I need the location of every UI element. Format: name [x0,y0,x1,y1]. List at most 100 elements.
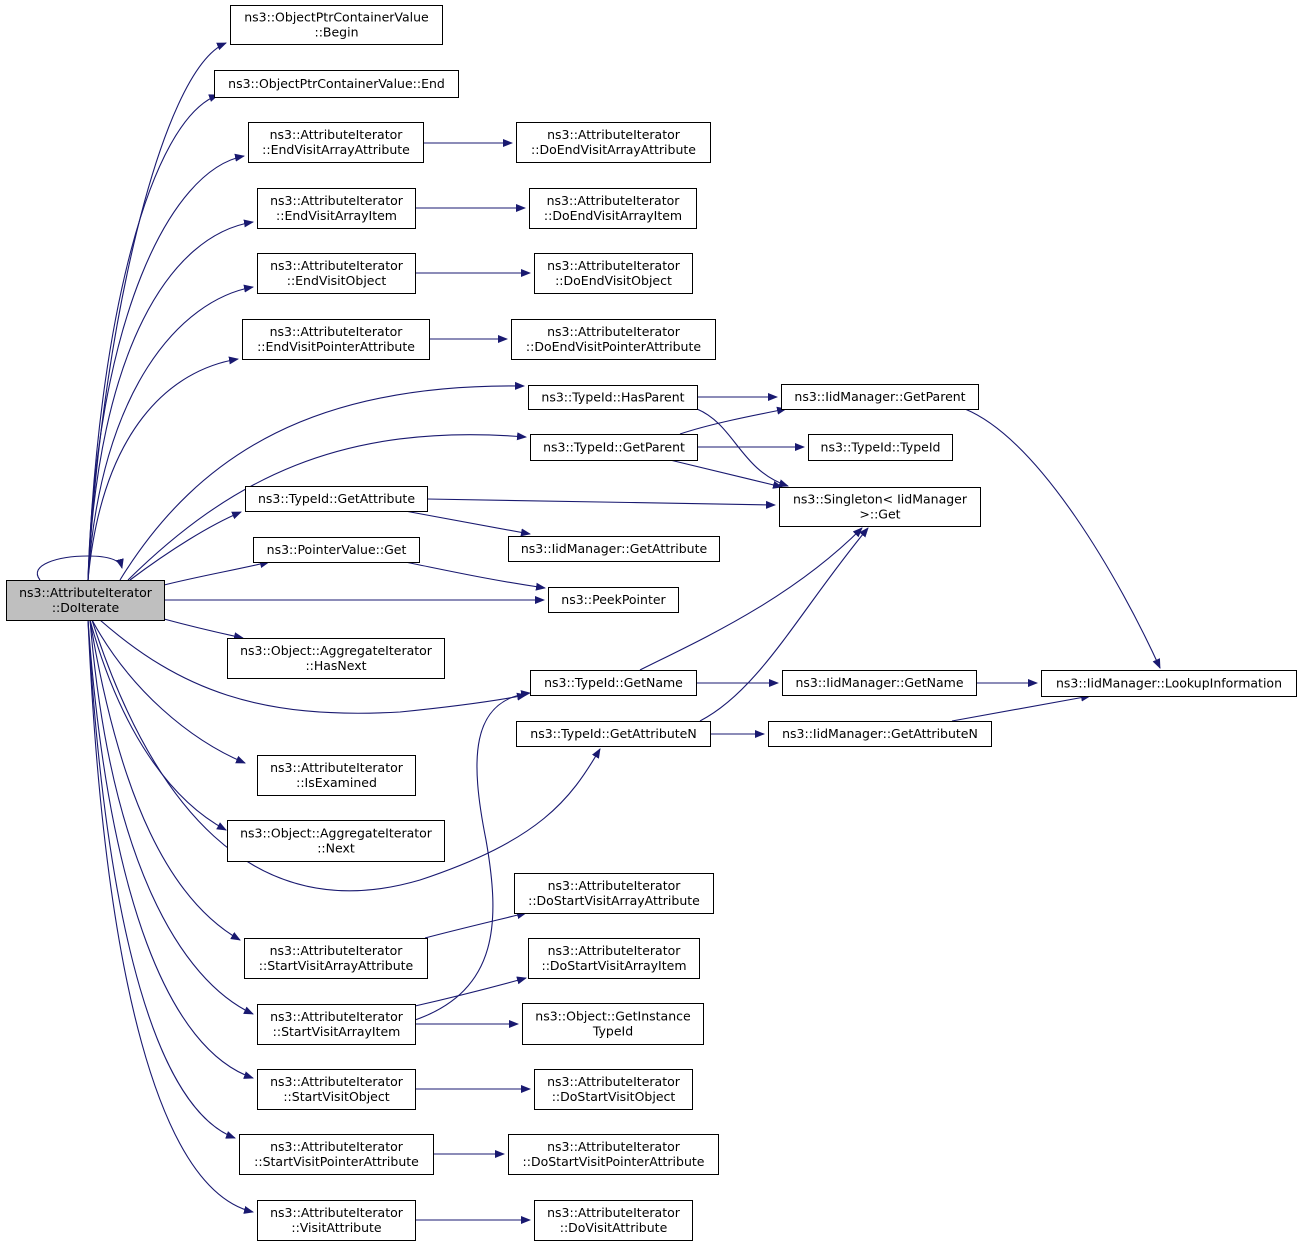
node-label-line: ns3::AttributeIterator [270,1139,404,1154]
node-label-line: ::DoIterate [52,600,120,615]
node-label-line: ns3::TypeId::GetParent [543,440,685,455]
node-box [516,122,711,163]
node-typeid-get-parent[interactable]: ns3::TypeId::GetParent [530,434,698,461]
node-box [245,486,428,512]
node-label-line: >::Get [859,507,900,522]
node-end-visit-object[interactable]: ns3::AttributeIterator::EndVisitObject [257,253,416,294]
node-label-line: ::StartVisitArrayAttribute [259,958,414,973]
node-label-line: ::DoEndVisitArrayItem [544,208,682,223]
node-label-line: ns3::AttributeIterator [548,878,682,893]
node-typeid-has-parent[interactable]: ns3::TypeId::HasParent [528,385,698,410]
node-label-line: ::IsExamined [296,775,377,790]
node-box [227,820,445,862]
node-box [529,188,697,229]
node-iid-get-attribute[interactable]: ns3::IidManager::GetAttribute [508,536,720,562]
node-box [227,638,445,679]
node-label-line: ::EndVisitArrayItem [276,208,397,223]
node-box [257,1069,416,1110]
node-iid-get-name[interactable]: ns3::IidManager::GetName [782,670,977,696]
node-iid-get-attribute-n[interactable]: ns3::IidManager::GetAttributeN [768,721,992,747]
edge-do-iterate-to-is-examined [91,619,246,764]
node-do-start-visit-array-item[interactable]: ns3::AttributeIterator::DoStartVisitArra… [528,938,700,979]
node-do-end-visit-object[interactable]: ns3::AttributeIterator::DoEndVisitObject [534,253,693,294]
node-box [514,873,714,914]
node-label-line: ns3::AttributeIterator [19,585,153,600]
node-singleton-get[interactable]: ns3::Singleton< IidManager>::Get [779,487,981,527]
node-peek-pointer[interactable]: ns3::PeekPointer [548,587,679,613]
node-label-line: ::HasNext [305,658,366,673]
node-start-visit-array-attribute[interactable]: ns3::AttributeIterator::StartVisitArrayA… [244,938,428,979]
edge-do-iterate-to-begin [87,42,227,581]
node-do-start-visit-pointer-attribute[interactable]: ns3::AttributeIterator::DoStartVisitPoin… [508,1134,719,1175]
node-typeid-get-name[interactable]: ns3::TypeId::GetName [530,670,697,696]
node-end-visit-array-attribute[interactable]: ns3::AttributeIterator::EndVisitArrayAtt… [248,122,424,163]
node-visit-attribute[interactable]: ns3::AttributeIterator::VisitAttribute [257,1200,416,1241]
node-do-end-visit-array-item[interactable]: ns3::AttributeIterator::DoEndVisitArrayI… [529,188,697,229]
node-do-iterate[interactable]: ns3::AttributeIterator::DoIterate [6,580,165,621]
node-end-visit-pointer-attribute[interactable]: ns3::AttributeIterator::EndVisitPointerA… [242,319,430,360]
node-do-start-visit-object[interactable]: ns3::AttributeIterator::DoStartVisitObje… [534,1069,693,1110]
edge-do-iterate-to-pointer-value-get [163,560,270,586]
node-start-visit-array-item[interactable]: ns3::AttributeIterator::StartVisitArrayI… [257,1004,416,1045]
node-label-line: ns3::IidManager::GetAttribute [521,541,708,556]
node-typeid-get-attribute[interactable]: ns3::TypeId::GetAttribute [245,486,428,512]
node-label-line: ns3::TypeId::GetAttributeN [530,726,696,741]
node-iid-lookup-information[interactable]: ns3::IidManager::LookupInformation [1041,670,1297,697]
node-typeid-typeid[interactable]: ns3::TypeId::TypeId [808,434,953,461]
node-box [534,253,693,294]
node-iid-get-parent[interactable]: ns3::IidManager::GetParent [781,384,979,410]
node-pointer-value-get[interactable]: ns3::PointerValue::Get [253,537,420,563]
node-label-line: ns3::ObjectPtrContainerValue::End [228,76,445,91]
node-label-line: ns3::AttributeIterator [270,1009,404,1024]
node-do-start-visit-array-attribute[interactable]: ns3::AttributeIterator::DoStartVisitArra… [514,873,714,914]
node-label-line: ::DoVisitAttribute [560,1220,668,1235]
node-label-line: ns3::TypeId::TypeId [821,440,941,455]
node-box [768,721,992,747]
node-begin[interactable]: ns3::ObjectPtrContainerValue::Begin [230,5,443,45]
node-box [1041,670,1297,697]
node-box [516,721,711,747]
node-label-line: ns3::PointerValue::Get [267,542,407,557]
node-end[interactable]: ns3::ObjectPtrContainerValue::End [214,70,459,98]
node-label-line: ns3::AttributeIterator [270,943,404,958]
node-box [534,1200,693,1241]
node-do-end-visit-pointer-attribute[interactable]: ns3::AttributeIterator::DoEndVisitPointe… [511,319,716,360]
node-box [534,1069,693,1110]
node-box [239,1134,434,1175]
node-start-visit-pointer-attribute[interactable]: ns3::AttributeIterator::StartVisitPointe… [239,1134,434,1175]
edge-do-iterate-to-typeid-get-attribute [129,511,242,581]
edge-do-iterate-to-visit-attribute [87,619,254,1214]
edge-typeid-get-attribute-to-singleton-get [426,498,776,509]
nodes-layer: ns3::AttributeIterator::DoIteratens3::Ob… [6,5,1297,1241]
node-do-end-visit-array-attribute[interactable]: ns3::AttributeIterator::DoEndVisitArrayA… [516,122,711,163]
node-typeid-get-attribute-n[interactable]: ns3::TypeId::GetAttributeN [516,721,711,747]
node-label-line: ns3::AttributeIterator [270,1205,404,1220]
node-label-line: ::StartVisitArrayItem [273,1024,401,1039]
node-box [257,755,416,796]
node-label-line: ns3::Object::GetInstance [535,1009,691,1024]
node-label-line: ns3::Object::AggregateIterator [240,826,433,841]
node-label-line: ns3::Singleton< IidManager [793,492,968,507]
node-label-line: ::DoStartVisitArrayItem [542,958,687,973]
node-box [548,587,679,613]
edge-do-iterate-to-start-visit-object [87,619,254,1079]
node-label-line: ::EndVisitArrayAttribute [262,142,410,157]
edge-do-iterate-to-aggregate-has-next [163,618,244,641]
node-box [257,1200,416,1241]
node-box [508,1134,719,1175]
node-start-visit-object[interactable]: ns3::AttributeIterator::StartVisitObject [257,1069,416,1110]
node-box [242,319,430,360]
edge-do-iterate-to-start-visit-array-item [89,619,254,1015]
node-label-line: ns3::AttributeIterator [547,193,681,208]
node-aggregate-next[interactable]: ns3::Object::AggregateIterator::Next [227,820,445,862]
node-label-line: ns3::IidManager::LookupInformation [1056,676,1282,691]
edges-layer [36,42,1161,1224]
node-box [253,537,420,563]
node-aggregate-has-next[interactable]: ns3::Object::AggregateIterator::HasNext [227,638,445,679]
node-end-visit-array-item[interactable]: ns3::AttributeIterator::EndVisitArrayIte… [257,188,416,229]
node-do-visit-attribute[interactable]: ns3::AttributeIterator::DoVisitAttribute [534,1200,693,1241]
node-is-examined[interactable]: ns3::AttributeIterator::IsExamined [257,755,416,796]
node-label-line: ::StartVisitPointerAttribute [254,1154,419,1169]
